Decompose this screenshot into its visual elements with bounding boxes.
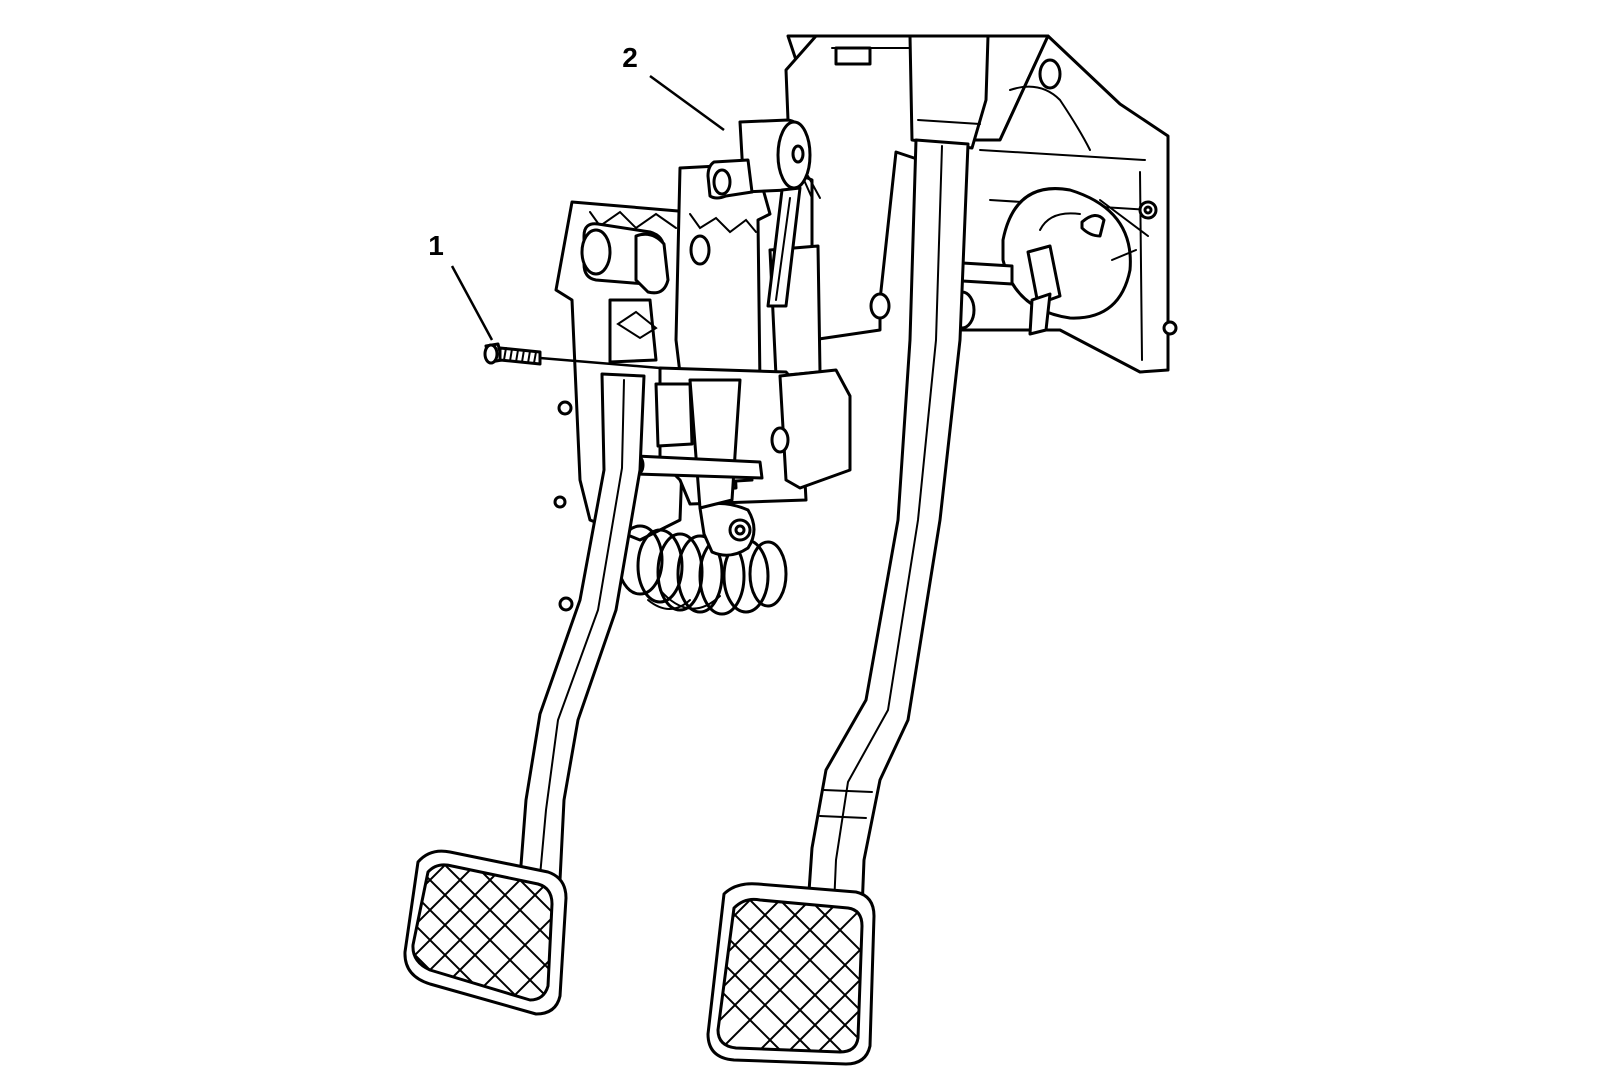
pedal-support-bracket <box>784 34 990 342</box>
callout-label-1: 1 <box>428 230 444 261</box>
clutch-pedal-pad <box>403 849 568 1016</box>
mounting-bolt <box>483 342 661 370</box>
brake-pedal-pad <box>706 882 876 1066</box>
callout-leaders <box>450 74 725 341</box>
clutch-pedal-position-sensor <box>706 118 821 308</box>
callout-label-2: 2 <box>622 42 638 73</box>
